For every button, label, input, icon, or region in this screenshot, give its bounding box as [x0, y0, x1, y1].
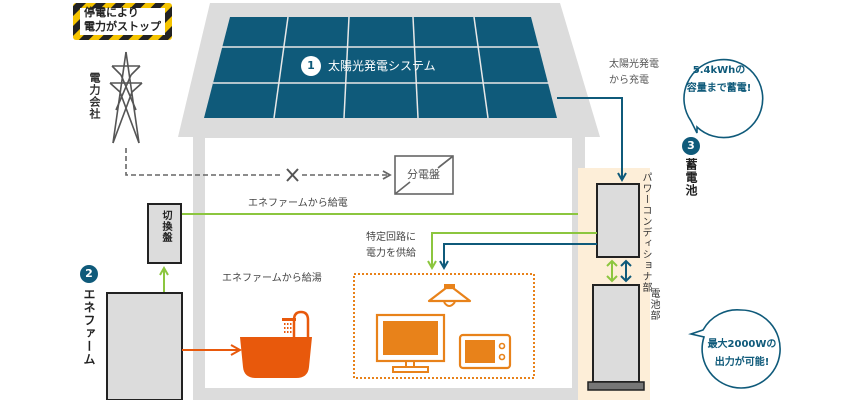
specific-circuit-area [353, 273, 535, 379]
output-bubble-text: 最大2000Wの 出力が可能! [703, 336, 781, 372]
charge-line-1: 太陽光発電 [609, 59, 659, 70]
switchboard [147, 203, 182, 264]
enefarm-hotwater-label: エネファームから給湯 [222, 273, 322, 284]
blocked-x-icon [286, 168, 299, 182]
solar-number-badge: 1 [301, 56, 321, 76]
distribution-board [394, 155, 454, 195]
television-icon [375, 313, 446, 373]
enefarm-unit [106, 292, 183, 400]
bathtub-icon [240, 310, 312, 378]
solar-charge-label: 太陽光発電 から充電 [609, 57, 659, 89]
solar-panel [204, 16, 557, 119]
circuit-supply-green-arrow [432, 232, 597, 268]
output-bubble [688, 309, 781, 389]
output-line-2: 出力が可能! [714, 357, 770, 368]
power-conditioner [596, 183, 640, 258]
battery-number-badge: 3 [682, 137, 700, 155]
enefarm-label: エネファーム [82, 288, 96, 366]
circuit-supply-blue-arrow [444, 243, 597, 268]
switchboard-label: 切換盤 [160, 210, 171, 243]
warning-line-2: 電力がストップ [84, 20, 161, 33]
solar-label: 太陽光発電システム [328, 59, 436, 73]
blocked-grid-line [125, 148, 392, 182]
warning-sign [73, 3, 172, 40]
capacity-line-2: 容量まで蓄電! [686, 83, 752, 94]
microwave-icon [458, 333, 512, 370]
ceiling-lamp-icon [427, 284, 472, 307]
charge-line-2: から充電 [609, 75, 649, 86]
enefarm-number-badge: 2 [80, 265, 98, 283]
warning-line-1: 停電により [84, 6, 139, 19]
power-company-label: 電力会社 [88, 72, 101, 120]
power-conditioner-label: パワーコンディショナ部 [640, 172, 651, 293]
battery-base [587, 381, 645, 391]
battery-cell [592, 284, 640, 383]
enefarm-power-label: エネファームから給電 [248, 198, 348, 209]
specific-circuit-label: 特定回路に 電力を供給 [366, 230, 416, 262]
circuit-line-1: 特定回路に [366, 232, 416, 243]
capacity-bubble-text: 5.4kWhの 容量まで蓄電! [680, 62, 758, 98]
bidirectional-arrows [606, 259, 632, 283]
battery-cell-label: 電池部 [648, 288, 659, 321]
output-line-1: 最大2000Wの [707, 339, 777, 350]
capacity-line-1: 5.4kWhの [692, 65, 746, 76]
solar-charge-arrow [557, 97, 622, 180]
capacity-bubble [683, 58, 764, 139]
warning-sign-text: 停電により 電力がストップ [84, 6, 161, 34]
battery-label: 蓄電池 [684, 158, 698, 197]
power-tower-icon [109, 51, 143, 144]
distribution-board-label: 分電盤 [407, 168, 440, 181]
circuit-line-2: 電力を供給 [366, 248, 416, 259]
